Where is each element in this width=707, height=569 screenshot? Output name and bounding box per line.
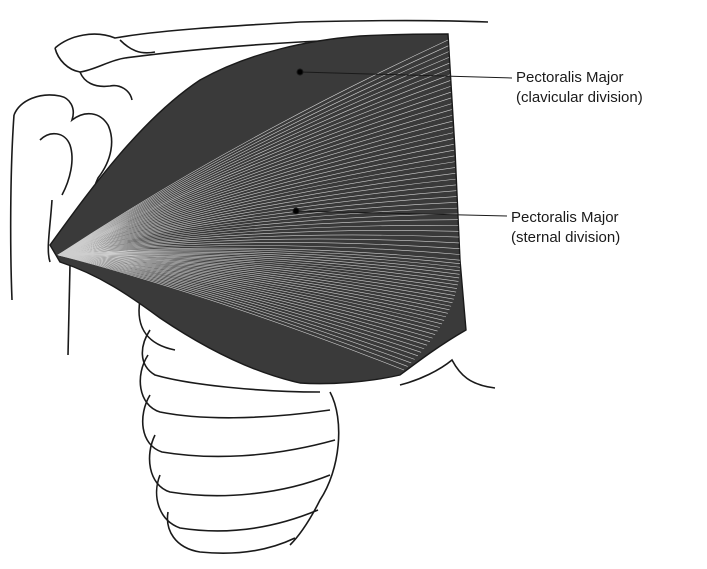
label-sternal-subtitle: (sternal division) (511, 228, 620, 248)
label-clavicular-subtitle: (clavicular division) (516, 88, 643, 108)
pointer-dot-sternal (293, 208, 299, 214)
pointer-dot-clavicular (297, 69, 303, 75)
label-clavicular-division: Pectoralis Major (clavicular division) (516, 68, 643, 108)
label-clavicular-title: Pectoralis Major (516, 68, 643, 88)
label-sternal-title: Pectoralis Major (511, 208, 620, 228)
label-sternal-division: Pectoralis Major (sternal division) (511, 208, 620, 248)
